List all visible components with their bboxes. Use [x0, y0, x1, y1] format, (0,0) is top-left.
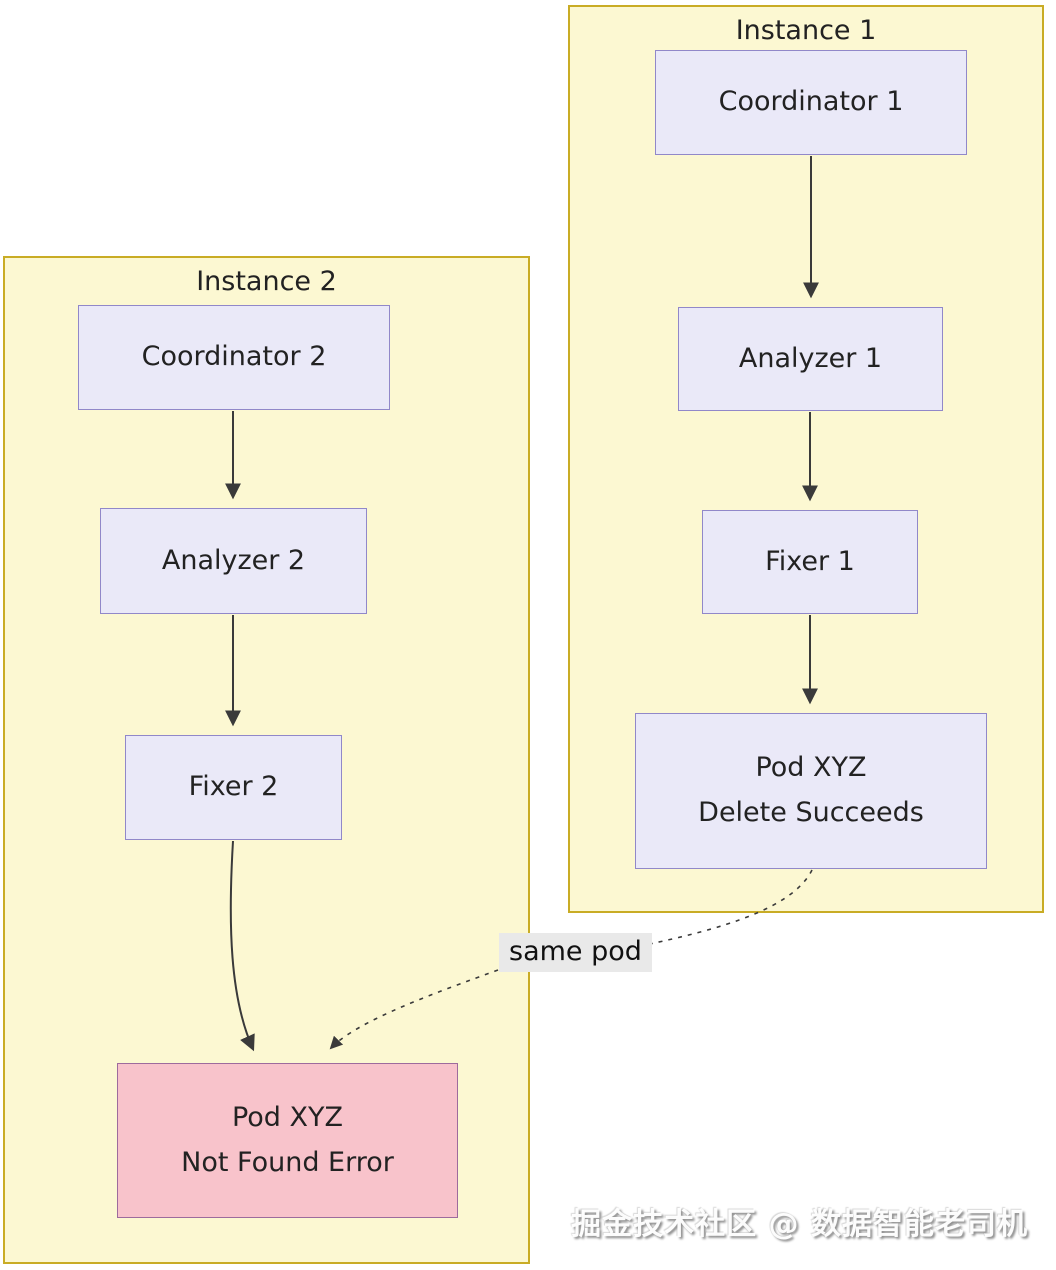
node-pod-notfound-line2: Not Found Error	[181, 1146, 394, 1178]
node-fixer1: Fixer 1	[702, 510, 918, 614]
node-analyzer2-label: Analyzer 2	[161, 544, 306, 576]
node-pod-notfound-line1: Pod XYZ	[231, 1101, 344, 1133]
node-pod-delete-succeeds: Pod XYZ Delete Succeeds	[635, 713, 987, 869]
node-coordinator1: Coordinator 1	[655, 50, 967, 155]
edge-samepod-upper	[639, 869, 813, 947]
instance2-title: Instance 2	[196, 266, 337, 297]
watermark-text: 掘金技术社区 @ 数据智能老司机	[571, 1207, 1028, 1242]
node-analyzer2: Analyzer 2	[100, 508, 367, 614]
node-analyzer1-label: Analyzer 1	[738, 342, 883, 374]
node-coordinator2: Coordinator 2	[78, 305, 390, 410]
node-pod-delete-line1: Pod XYZ	[755, 752, 867, 784]
edge-fixer2-pod2	[229, 840, 255, 1052]
instance1-title: Instance 1	[735, 15, 877, 46]
node-coordinator1-label: Coordinator 1	[718, 86, 904, 118]
edge-label-same-pod: same pod	[499, 933, 652, 972]
edge-samepod-lower	[329, 969, 499, 1050]
node-coordinator2-label: Coordinator 2	[141, 341, 327, 373]
node-analyzer1: Analyzer 1	[678, 307, 943, 411]
node-fixer2-label: Fixer 2	[188, 771, 279, 803]
node-pod-delete-line2: Delete Succeeds	[698, 797, 924, 828]
node-fixer1-label: Fixer 1	[765, 545, 855, 577]
node-fixer2: Fixer 2	[125, 735, 342, 840]
node-pod-not-found-error: Pod XYZ Not Found Error	[117, 1063, 458, 1218]
